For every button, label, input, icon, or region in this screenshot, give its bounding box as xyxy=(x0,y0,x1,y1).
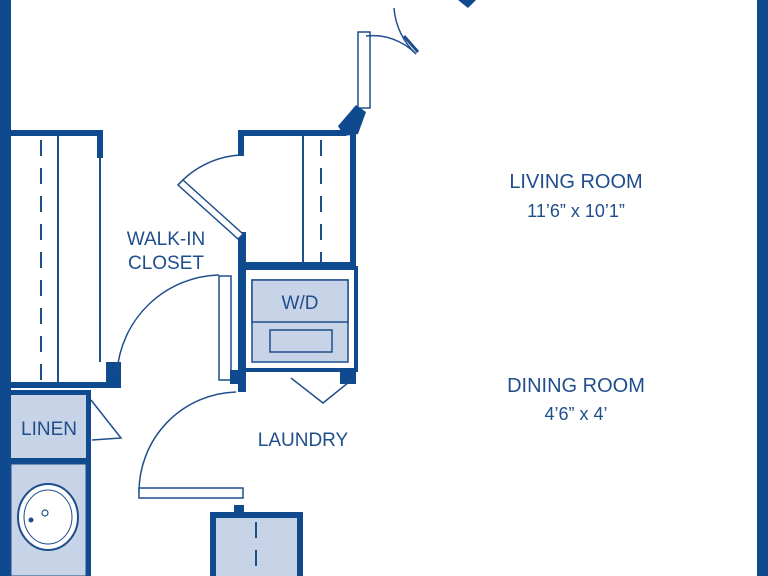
dining-room-name: DINING ROOM xyxy=(507,375,645,397)
bottom-cabinet xyxy=(210,505,303,576)
right-exterior-wall xyxy=(757,0,768,576)
walk-in-closet-label-line1: WALK-IN xyxy=(127,229,205,250)
closet-door-swing xyxy=(116,274,220,373)
pocket-door xyxy=(218,275,232,381)
central-closet-door-swing xyxy=(177,154,244,186)
bottom-cabinet-notch xyxy=(234,505,244,515)
central-closet-column xyxy=(176,130,356,392)
linen-box xyxy=(11,395,89,458)
vanity-top-wall xyxy=(11,458,89,464)
linen-door xyxy=(90,399,123,441)
washer-dryer-panel xyxy=(269,329,333,353)
sink-drain xyxy=(41,509,49,517)
walk-in-closet-structure xyxy=(11,130,220,388)
entry-door xyxy=(338,0,476,136)
column-left-wall xyxy=(238,130,244,156)
column-right-wall xyxy=(350,130,356,268)
bottom-cabinet-wall-left xyxy=(210,512,216,576)
bottom-cabinet-wall-top xyxy=(210,512,302,518)
washer-dryer-top xyxy=(251,279,349,323)
entry-wall-angle xyxy=(338,105,366,136)
laundry-jamb-left xyxy=(230,370,246,384)
washer-dryer: W/D xyxy=(230,266,358,404)
dining-room-size: 4’6” x 4’ xyxy=(544,404,607,424)
column-bottom-wall xyxy=(238,262,356,269)
linen-label: LINEN xyxy=(21,419,77,440)
closet-top-wall xyxy=(11,130,103,136)
entry-door-panel xyxy=(357,31,371,109)
closet-door-jamb xyxy=(106,362,121,388)
washer-dryer-label: W/D xyxy=(282,293,319,314)
hall-door-swing xyxy=(138,391,237,493)
sink-inner xyxy=(23,489,73,545)
living-room-size: 11’6” x 10’1” xyxy=(527,201,625,221)
laundry-label: LAUNDRY xyxy=(258,430,349,451)
closet-bottom-wall xyxy=(11,382,121,388)
linen-right-wall xyxy=(86,390,91,576)
left-exterior-wall xyxy=(0,0,11,576)
walk-in-closet-label-line2: CLOSET xyxy=(128,253,204,274)
entry-door-leaf xyxy=(402,35,420,53)
sink-basin xyxy=(17,483,79,551)
central-closet-door xyxy=(176,178,245,241)
closet-right-wall xyxy=(97,130,103,158)
column-top-wall xyxy=(238,130,346,136)
faucet-knob xyxy=(28,517,34,523)
hall-door-panel xyxy=(138,487,244,499)
room-labels: LIVING ROOM 11’6” x 10’1” DINING ROOM 4’… xyxy=(127,171,645,451)
laundry-bifold-door xyxy=(290,377,355,404)
bottom-cabinet-box xyxy=(214,516,302,576)
living-room-name: LIVING ROOM xyxy=(509,171,642,193)
bathroom-vanity xyxy=(10,458,89,576)
entry-wall-stub xyxy=(458,0,476,8)
entry-door-swing-lower xyxy=(365,34,417,55)
linen-top-wall xyxy=(11,390,91,395)
hall-door xyxy=(138,391,244,499)
bottom-cabinet-wall-right xyxy=(297,512,303,576)
linen-closet: LINEN xyxy=(11,390,123,576)
